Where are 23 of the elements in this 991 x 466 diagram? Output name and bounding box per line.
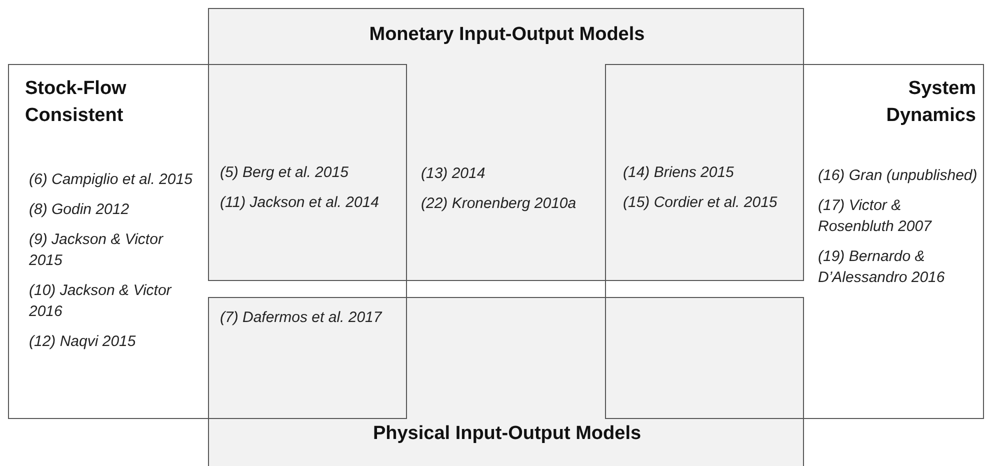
citation-text: (16) Gran (unpublished) [818, 166, 978, 186]
category-box [208, 8, 804, 281]
box-heading: System Dynamics [885, 77, 976, 128]
citation-text: (13) 2014 [421, 164, 486, 184]
category-box [208, 297, 804, 466]
box-heading: Physical Input-Output Models [372, 422, 642, 446]
citation-text: (8) Godin 2012 [29, 200, 130, 220]
citation-text: (22) Kronenberg 2010a [421, 194, 578, 214]
citation-text: (6) Campiglio et al. 2015 [29, 170, 194, 190]
citation-text: (14) Briens 2015 [623, 163, 735, 183]
box-heading: Monetary Input-Output Models [368, 23, 646, 47]
citation-text: (12) Naqvi 2015 [29, 332, 137, 352]
citation-text: (17) Victor & Rosenbluth 2007 [818, 196, 933, 237]
category-box [8, 64, 407, 419]
citation-text: (10) Jackson & Victor 2016 [29, 281, 173, 322]
citation-text: (5) Berg et al. 2015 [220, 163, 350, 183]
citation-text: (7) Dafermos et al. 2017 [220, 308, 384, 328]
category-box [605, 64, 984, 419]
box-heading: Stock-Flow Consistent [25, 77, 128, 128]
citation-text: (15) Cordier et al. 2015 [623, 193, 778, 213]
citation-text: (9) Jackson & Victor 2015 [29, 230, 164, 271]
citation-text: (19) Bernardo & D’Alessandro 2016 [818, 247, 946, 288]
citation-text: (11) Jackson et al. 2014 [220, 193, 380, 213]
